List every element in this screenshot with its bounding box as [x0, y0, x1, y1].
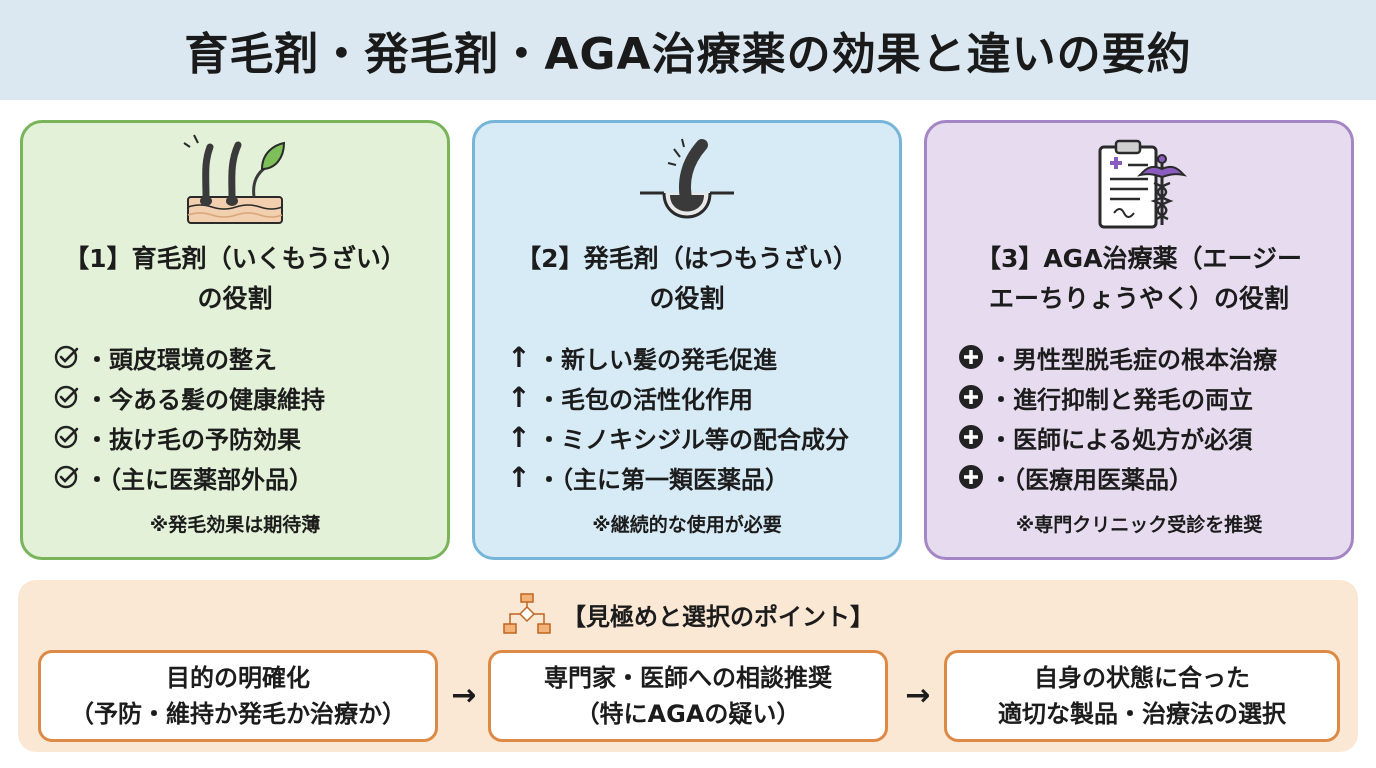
card-ikumouzai: 【1】育毛剤（いくもうざい） の役割 ・頭皮環境の整え ・今ある髪の健康維持 ・… — [20, 120, 450, 560]
arrow-up-icon: ↑ — [507, 340, 531, 374]
card-note: ※発毛効果は期待薄 — [149, 514, 321, 536]
check-circle-icon — [53, 463, 81, 491]
arrow-up-icon: ↑ — [507, 380, 531, 414]
card-title: 【1】育毛剤（いくもうざい） の役割 — [64, 244, 406, 313]
list-item: ・今ある髪の健康維持 — [53, 377, 429, 417]
list-item: ・頭皮環境の整え — [53, 337, 429, 377]
hair-growth-leaf-icon — [183, 134, 286, 224]
plus-circle-icon — [957, 383, 985, 411]
selection-points-panel: 【見極めと選択のポイント】 目的の明確化 （予防・維持か発毛か治療か） → 専門… — [18, 580, 1358, 752]
card-title: 【3】AGA治療薬（エージー エーちりょうやく）の役割 — [975, 244, 1303, 313]
list-item: ・男性型脱毛症の根本治療 — [957, 337, 1333, 377]
arrow-up-icon: ↑ — [507, 420, 531, 454]
card-item-list: ・男性型脱毛症の根本治療 ・進行抑制と発毛の両立 ・医師による処方が必須 ・（医… — [945, 337, 1333, 497]
plus-circle-icon — [957, 343, 985, 371]
list-item: ・抜け毛の予防効果 — [53, 417, 429, 457]
arrow-right-icon: → — [905, 678, 931, 713]
step-clarify-purpose: 目的の明確化 （予防・維持か発毛か治療か） — [38, 650, 438, 742]
list-item: ・進行抑制と発毛の両立 — [957, 377, 1333, 417]
header-banner: 育毛剤・発毛剤・AGA治療薬の効果と違いの要約 — [0, 0, 1376, 100]
plus-circle-icon — [957, 463, 985, 491]
check-circle-icon — [53, 343, 81, 371]
card-item-list: ↑ ・新しい髪の発毛促進 ↑ ・毛包の活性化作用 ↑ ・ミノキシジル等の配合成分… — [493, 337, 881, 497]
hair-follicle-icon — [640, 138, 734, 219]
card-note: ※専門クリニック受診を推奨 — [1015, 514, 1263, 536]
list-item: ↑ ・ミノキシジル等の配合成分 — [505, 417, 881, 457]
list-item: ↑ ・（主に第一類医薬品） — [505, 457, 881, 497]
card-item-list: ・頭皮環境の整え ・今ある髪の健康維持 ・抜け毛の予防効果 ・（主に医薬部外品） — [41, 337, 429, 497]
list-item: ↑ ・新しい髪の発毛促進 — [505, 337, 881, 377]
check-circle-icon — [53, 383, 81, 411]
arrow-right-icon: → — [451, 678, 477, 713]
list-item: ・（主に医薬部外品） — [53, 457, 429, 497]
step-consult-specialist: 専門家・医師への相談推奨 （特にAGAの疑い） — [488, 650, 888, 742]
card-hatsumouzai: 【2】発毛剤（はつもうざい） の役割 ↑ ・新しい髪の発毛促進 ↑ ・毛包の活性… — [472, 120, 902, 560]
card-title: 【2】発毛剤（はつもうざい） の役割 — [516, 244, 858, 313]
medical-clipboard-caduceus-icon — [1098, 139, 1188, 229]
list-item: ↑ ・毛包の活性化作用 — [505, 377, 881, 417]
list-item: ・（医療用医薬品） — [957, 457, 1333, 497]
check-circle-icon — [53, 423, 81, 451]
plus-circle-icon — [957, 423, 985, 451]
page-title: 育毛剤・発毛剤・AGA治療薬の効果と違いの要約 — [184, 29, 1192, 80]
card-note: ※継続的な使用が必要 — [592, 514, 782, 536]
flowchart-icon — [503, 593, 551, 634]
list-item: ・医師による処方が必須 — [957, 417, 1333, 457]
card-aga-treatment: 【3】AGA治療薬（エージー エーちりょうやく）の役割 ・男性型脱毛症の根本治療… — [924, 120, 1354, 560]
step-choose-treatment: 自身の状態に合った 適切な製品・治療法の選択 — [944, 650, 1340, 742]
arrow-up-icon: ↑ — [507, 460, 531, 494]
selection-points-title: 【見極めと選択のポイント】 — [18, 593, 1358, 634]
